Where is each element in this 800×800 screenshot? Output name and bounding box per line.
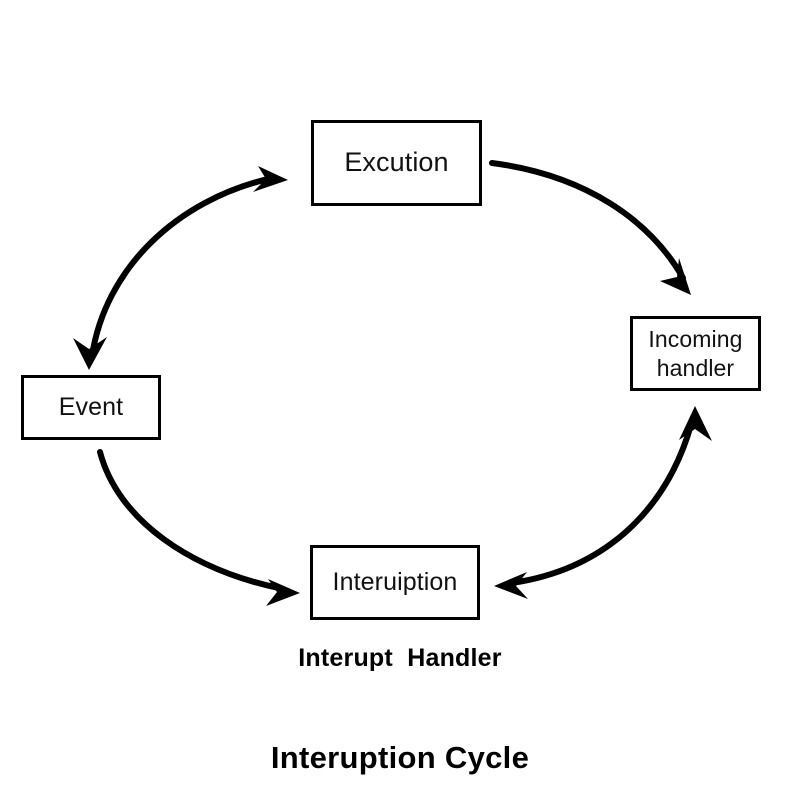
node-incoming-handler-label: Incoming handler [648,326,743,381]
edge-execution-to-incoming [489,160,691,295]
node-incoming-handler[interactable]: Incoming handler [630,316,761,391]
edge-event-to-execution [73,166,288,370]
caption-interupt-handler: Interupt Handler [298,644,502,672]
node-event[interactable]: Event [21,375,161,440]
diagram-title: Interuption Cycle [270,740,530,775]
node-interuption[interactable]: Interuiption [310,545,480,620]
node-execution-label: Excution [344,147,449,178]
node-interuption-label: Interuiption [332,567,458,596]
node-event-label: Event [58,392,124,421]
edge-incoming-to-interuption [494,406,712,599]
node-execution[interactable]: Excution [311,120,482,206]
edge-event-to-interuption [97,449,300,606]
